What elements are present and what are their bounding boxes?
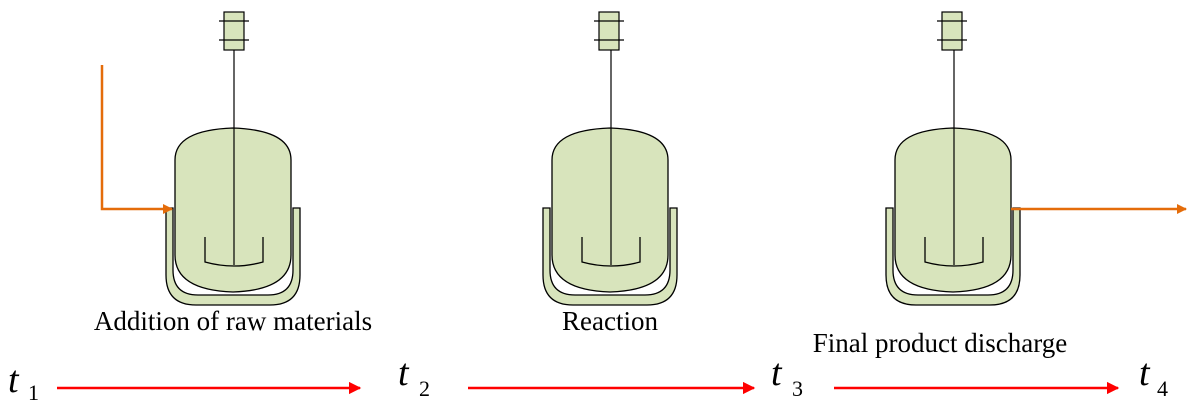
time-point-t2-subscript: 2 — [419, 376, 430, 401]
reactor-stage-3: Final product discharge — [813, 11, 1187, 358]
impeller-icon — [924, 237, 984, 267]
reactor-stage-1: Addition of raw materials — [94, 11, 372, 336]
agitator-motor-icon — [598, 11, 620, 51]
reactor-vessel-icon — [551, 127, 669, 293]
reactor-jacket — [542, 207, 678, 306]
timeline: t 1 t 2 t 3 t 4 — [8, 352, 1168, 403]
impeller-icon — [581, 237, 641, 267]
stage-label-discharge: Final product discharge — [813, 328, 1067, 358]
reactor-stage-2: Reaction — [542, 11, 678, 336]
time-point-t1: t — [8, 359, 20, 401]
stage-label-reaction: Reaction — [562, 306, 658, 336]
agitator-motor-icon — [941, 11, 963, 51]
stage-label-addition: Addition of raw materials — [94, 306, 372, 336]
time-point-t2: t — [398, 352, 410, 394]
feed-inlet-arrow — [100, 65, 173, 214]
time-point-t4-subscript: 4 — [1157, 376, 1168, 401]
time-point-t1-subscript: 1 — [28, 380, 39, 403]
agitator-motor-icon — [223, 11, 245, 51]
time-point-t3-subscript: 3 — [792, 376, 803, 401]
impeller-icon — [204, 237, 264, 267]
time-point-t3: t — [771, 352, 783, 394]
reactor-vessel-icon — [894, 127, 1012, 293]
reactor-vessel-icon — [174, 127, 292, 293]
reactor-jacket — [165, 207, 301, 306]
time-point-t4: t — [1139, 352, 1151, 394]
